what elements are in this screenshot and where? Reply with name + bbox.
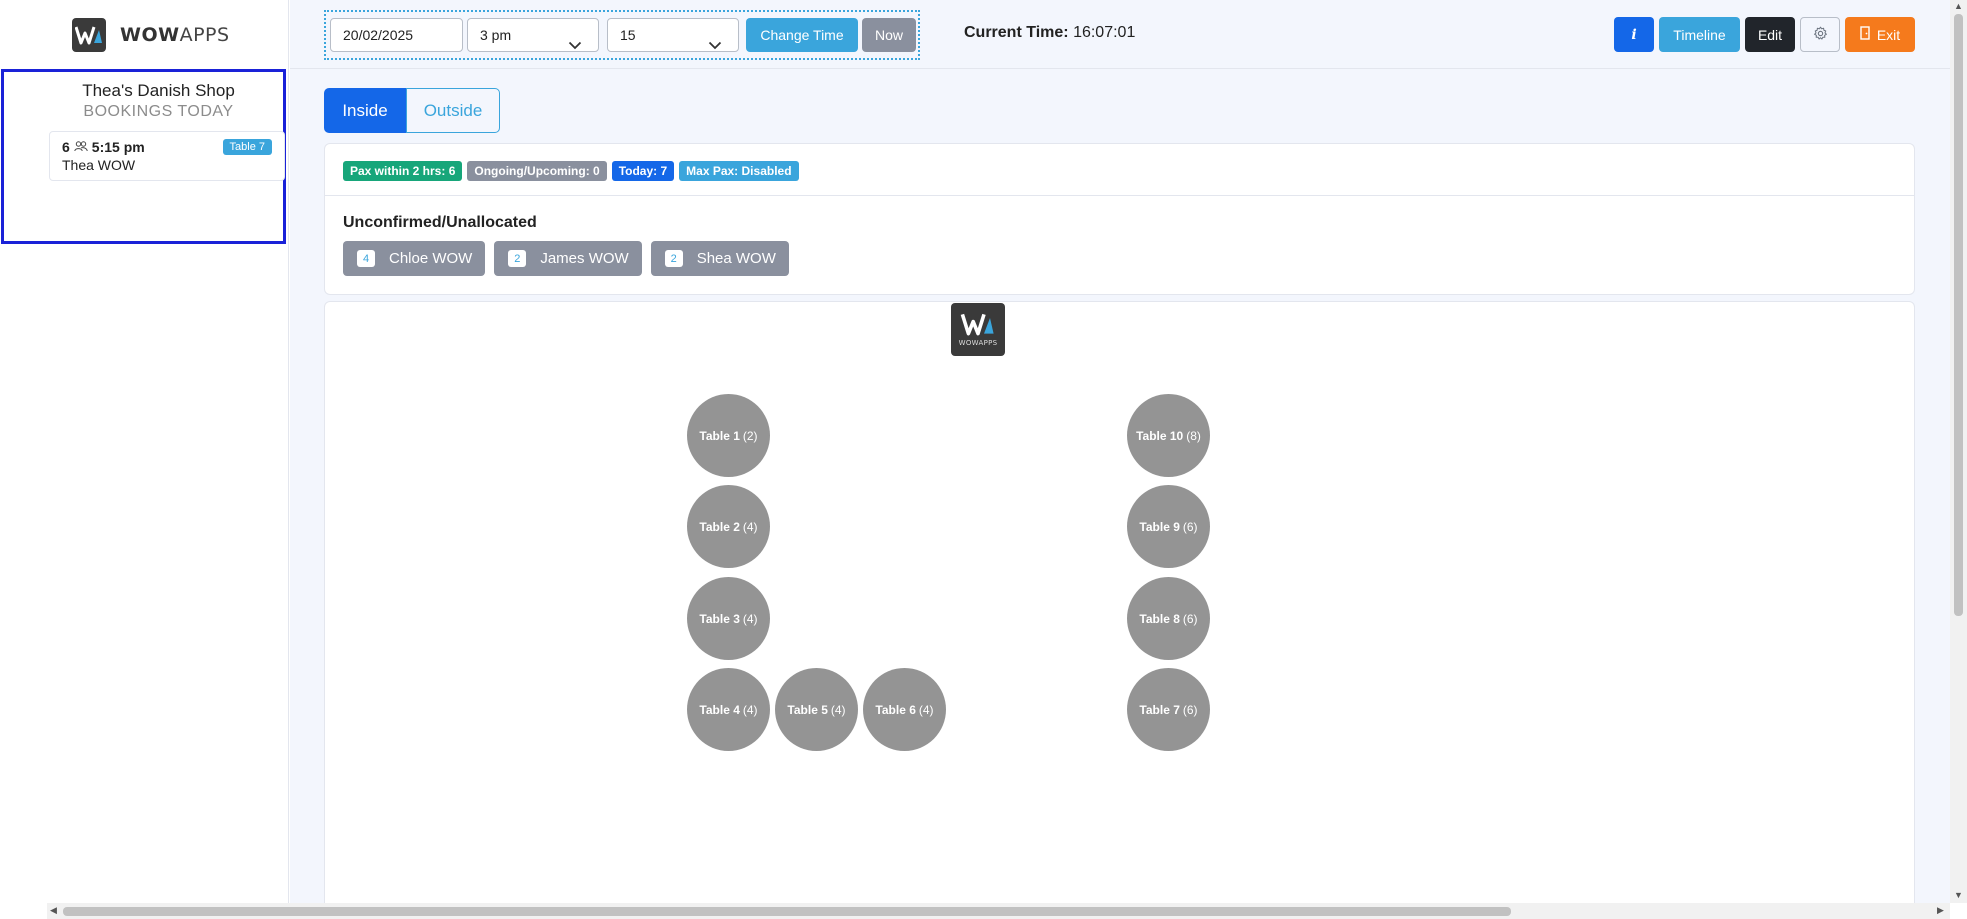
- chevron-down-icon: [708, 29, 722, 61]
- time-controls: 20/02/2025 3 pm 15 Change Time Now: [324, 10, 920, 60]
- table-9[interactable]: Table 9(6): [1127, 485, 1210, 568]
- gear-icon: [1813, 26, 1828, 44]
- table-7[interactable]: Table 7(6): [1127, 668, 1210, 751]
- floor-plan: WOWAPPS Table 1(2) Table 2(4) Table 3(4)…: [324, 301, 1915, 911]
- sidebar: WOWAPPS Thea's Danish Shop BOOKINGS TODA…: [0, 0, 289, 903]
- guest-count: 2: [508, 250, 527, 267]
- scroll-up-arrow-icon[interactable]: ▲: [1954, 1, 1963, 11]
- guest-name: Chloe WOW: [389, 250, 473, 267]
- table-1[interactable]: Table 1(2): [687, 394, 770, 477]
- horizontal-scroll-thumb[interactable]: [63, 907, 1511, 916]
- table-2[interactable]: Table 2(4): [687, 485, 770, 568]
- settings-button[interactable]: [1800, 17, 1840, 52]
- table-5[interactable]: Table 5(4): [775, 668, 858, 751]
- unconfirmed-booking[interactable]: 2 Shea WOW: [650, 241, 789, 276]
- floor-logo: WOWAPPS: [951, 303, 1005, 356]
- shop-name: Thea's Danish Shop: [82, 81, 235, 100]
- wowapps-logo-icon: [72, 18, 106, 52]
- table-3[interactable]: Table 3(4): [687, 577, 770, 660]
- main-area: 20/02/2025 3 pm 15 Change Time Now Curre…: [290, 0, 1950, 911]
- area-tabs: Inside Outside: [324, 88, 500, 133]
- booking-pax: 6: [62, 139, 70, 155]
- info-button[interactable]: i: [1614, 17, 1654, 52]
- table-10[interactable]: Table 10(8): [1127, 394, 1210, 477]
- edit-button[interactable]: Edit: [1745, 17, 1795, 52]
- exit-button-label: Exit: [1876, 26, 1901, 43]
- scroll-left-arrow-icon[interactable]: ◀: [50, 905, 57, 915]
- tab-inside[interactable]: Inside: [324, 88, 406, 133]
- bookings-today-panel: Thea's Danish Shop BOOKINGS TODAY 6 5:15…: [1, 69, 286, 244]
- bookings-today-heading: BOOKINGS TODAY: [83, 103, 234, 120]
- now-button[interactable]: Now: [862, 18, 916, 52]
- today-badge: Today: 7: [611, 161, 675, 181]
- scroll-down-arrow-icon[interactable]: ▼: [1954, 890, 1963, 900]
- guest-name: Shea WOW: [696, 250, 776, 267]
- timeline-button[interactable]: Timeline: [1659, 17, 1740, 52]
- booking-time: 5:15 pm: [91, 139, 145, 155]
- brand-name: WOWAPPS: [120, 24, 230, 46]
- current-time: Current Time: 16:07:01: [964, 24, 1135, 42]
- guest-count: 2: [664, 250, 683, 267]
- guest-name: James WOW: [540, 250, 629, 267]
- stats-card: Pax within 2 hrs: 6 Ongoing/Upcoming: 0 …: [324, 143, 1915, 295]
- date-input[interactable]: 20/02/2025: [330, 18, 463, 52]
- minute-select-value: 15: [620, 27, 636, 43]
- current-time-label: Current Time:: [964, 24, 1069, 41]
- guest-count: 4: [357, 250, 375, 267]
- booking-table-badge: Table 7: [222, 139, 272, 155]
- hour-select[interactable]: 3 pm: [467, 18, 599, 52]
- change-time-button[interactable]: Change Time: [746, 18, 858, 52]
- divider: [325, 195, 1914, 196]
- booking-summary: 6 5:15 pm: [62, 139, 145, 155]
- max-pax-badge: Max Pax: Disabled: [679, 161, 799, 181]
- unconfirmed-booking[interactable]: 4 Chloe WOW: [343, 241, 486, 276]
- pax-within-2hrs-badge: Pax within 2 hrs: 6: [343, 161, 463, 181]
- table-4[interactable]: Table 4(4): [687, 668, 770, 751]
- exit-button[interactable]: Exit: [1845, 17, 1915, 52]
- scroll-right-arrow-icon[interactable]: ▶: [1937, 905, 1944, 915]
- minute-select[interactable]: 15: [607, 18, 739, 52]
- hour-select-value: 3 pm: [480, 27, 512, 43]
- app-logo[interactable]: WOWAPPS: [72, 18, 230, 52]
- top-toolbar: 20/02/2025 3 pm 15 Change Time Now Curre…: [290, 0, 1950, 69]
- current-time-value: 16:07:01: [1073, 24, 1136, 41]
- vertical-scrollbar[interactable]: ▲ ▼: [1950, 0, 1967, 903]
- tab-outside[interactable]: Outside: [406, 88, 500, 133]
- unconfirmed-list: 4 Chloe WOW 2 James WOW 2 Shea WOW: [343, 241, 789, 276]
- chevron-down-icon: [568, 29, 582, 61]
- booking-guest-name: Thea WOW: [62, 157, 136, 173]
- table-8[interactable]: Table 8(6): [1127, 577, 1210, 660]
- booking-card[interactable]: 6 5:15 pm Thea WOW Table 7: [49, 131, 285, 181]
- vertical-scroll-thumb[interactable]: [1954, 14, 1963, 616]
- people-icon: [74, 139, 88, 155]
- stats-pills: Pax within 2 hrs: 6 Ongoing/Upcoming: 0 …: [343, 161, 799, 181]
- floor-logo-text: WOWAPPS: [958, 339, 998, 347]
- door-exit-icon: [1860, 26, 1871, 43]
- table-6[interactable]: Table 6(4): [863, 668, 946, 751]
- ongoing-upcoming-badge: Ongoing/Upcoming: 0: [467, 161, 607, 181]
- horizontal-scrollbar[interactable]: ◀ ▶: [47, 903, 1950, 919]
- unconfirmed-booking[interactable]: 2 James WOW: [494, 241, 642, 276]
- unconfirmed-title: Unconfirmed/Unallocated: [343, 214, 537, 231]
